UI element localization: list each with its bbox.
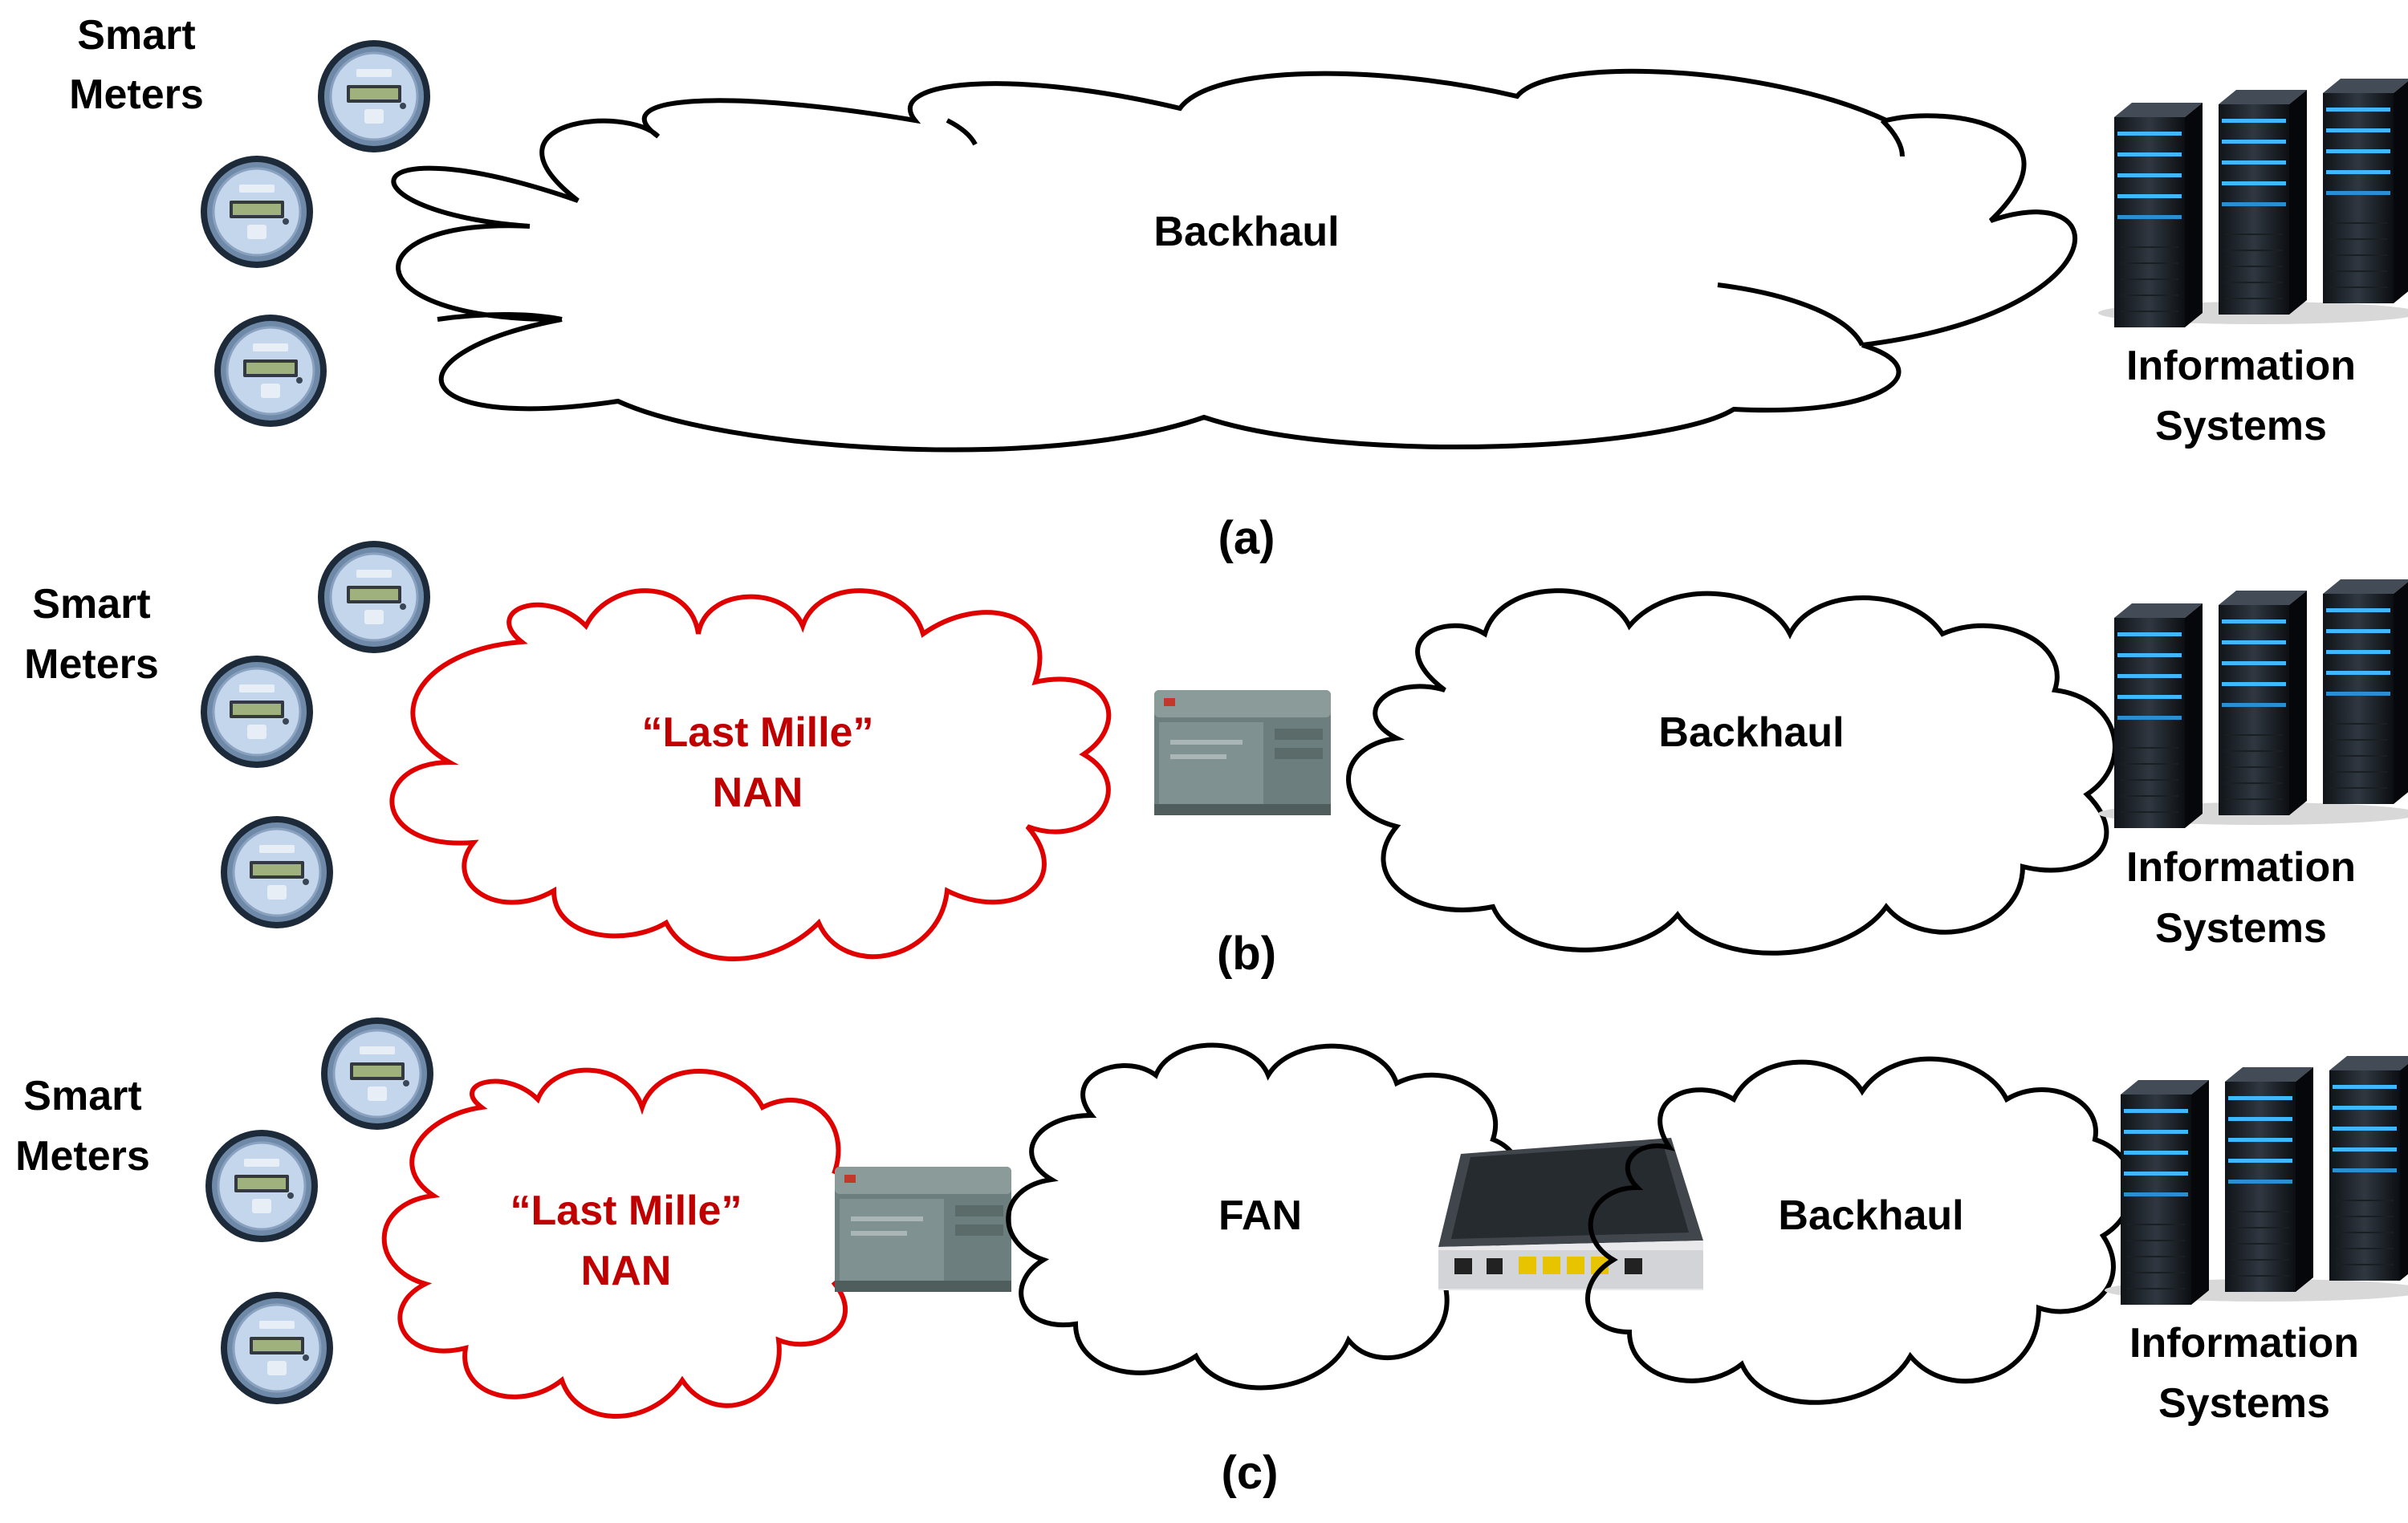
smart-meter-icon bbox=[319, 1016, 435, 1131]
smart-meters-label-line1: Smart bbox=[32, 581, 150, 627]
nan-label-line2: NAN bbox=[713, 770, 803, 816]
backhaul-cloud-outline bbox=[391, 68, 2078, 453]
smart-meters-label-line2: Meters bbox=[24, 641, 159, 688]
smart-meter-icon bbox=[219, 814, 335, 930]
nan-label-line1: “Last Mille” bbox=[510, 1188, 742, 1234]
panel-b: Smart Meters “Last Mille” NAN Backhaul I… bbox=[24, 539, 2408, 980]
information-systems-label-line2: Systems bbox=[2155, 905, 2327, 952]
smart-meters-label-line1: Smart bbox=[77, 12, 195, 59]
information-systems-label-line1: Information bbox=[2126, 343, 2356, 389]
nan-label-line2: NAN bbox=[581, 1248, 672, 1294]
smart-meter-icon bbox=[199, 654, 315, 770]
panel-a: Smart Meters Backhaul Information System… bbox=[69, 12, 2408, 564]
panel-caption: (a) bbox=[1218, 512, 1275, 564]
smart-meter-icon bbox=[316, 39, 432, 154]
fan-label: FAN bbox=[1218, 1192, 1302, 1239]
nan-label-line1: “Last Mille” bbox=[642, 709, 874, 756]
smart-meters-label-line2: Meters bbox=[15, 1133, 150, 1180]
backhaul-label: Backhaul bbox=[1153, 209, 1339, 255]
panel-caption: (b) bbox=[1217, 928, 1276, 980]
smart-meter-icon bbox=[199, 154, 315, 270]
data-collector-icon bbox=[1154, 690, 1331, 815]
data-collector-icon bbox=[835, 1167, 1011, 1292]
smart-meters-label-line1: Smart bbox=[23, 1073, 141, 1119]
nan-cloud-outline bbox=[381, 1067, 868, 1419]
panel-c: Smart Meters “Last Mille” NAN FAN Backha… bbox=[15, 1016, 2408, 1499]
smart-meter-icon bbox=[204, 1128, 319, 1244]
smart-meter-icon bbox=[213, 313, 328, 428]
information-systems-label-line1: Information bbox=[2126, 844, 2356, 891]
information-systems-label-line2: Systems bbox=[2158, 1380, 2330, 1427]
backhaul-label: Backhaul bbox=[1778, 1192, 1963, 1239]
server-rack-icon bbox=[2098, 579, 2408, 828]
server-rack-icon bbox=[2105, 1056, 2408, 1305]
smart-meter-icon bbox=[316, 539, 432, 655]
backhaul-cloud-outline bbox=[1346, 588, 2117, 956]
smart-meters-label-line2: Meters bbox=[69, 71, 204, 118]
server-rack-icon bbox=[2098, 79, 2408, 327]
panel-caption: (c) bbox=[1222, 1447, 1279, 1499]
smart-meter-icon bbox=[219, 1290, 335, 1406]
information-systems-label-line1: Information bbox=[2129, 1320, 2359, 1367]
backhaul-cloud-outline bbox=[1585, 1056, 2135, 1405]
backhaul-label: Backhaul bbox=[1658, 709, 1844, 756]
nan-cloud-outline bbox=[389, 588, 1112, 961]
information-systems-label-line2: Systems bbox=[2155, 403, 2327, 449]
router-icon bbox=[1438, 1138, 1703, 1290]
